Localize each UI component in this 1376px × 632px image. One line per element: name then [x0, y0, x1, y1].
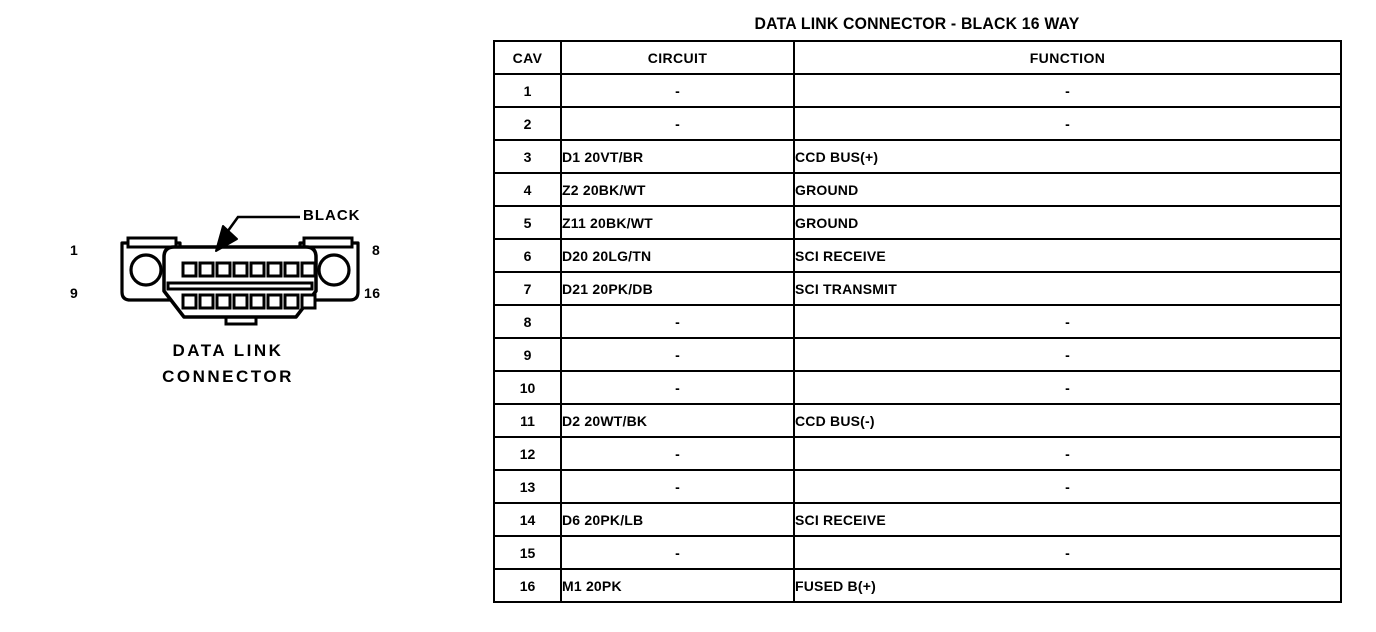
cell-function: SCI RECEIVE: [793, 502, 1342, 537]
connector-divider-bar: [166, 281, 314, 291]
connector-caption: DATA LINK CONNECTOR: [128, 338, 328, 390]
table-row: 13--: [493, 469, 1342, 504]
cell-function: CCD BUS(-): [793, 403, 1342, 438]
table-row: 9--: [493, 337, 1342, 372]
pin-number-top-left: 1: [70, 242, 79, 258]
cell-cav: 2: [493, 106, 562, 141]
data-link-connector-figure: 1 9 8 16 BLACK: [0, 0, 470, 632]
cell-function: -: [793, 469, 1342, 504]
cell-circuit: -: [560, 535, 795, 570]
cell-circuit: -: [560, 337, 795, 372]
pin-number-bottom-left: 9: [70, 285, 79, 301]
cell-function: GROUND: [793, 205, 1342, 240]
black-callout-label: BLACK: [303, 207, 361, 224]
cell-function: -: [793, 370, 1342, 405]
cell-cav: 14: [493, 502, 562, 537]
cell-cav: 7: [493, 271, 562, 306]
table-header-row: CAV CIRCUIT FUNCTION: [493, 40, 1342, 75]
cell-cav: 12: [493, 436, 562, 471]
cell-function: -: [793, 106, 1342, 141]
cell-function: SCI RECEIVE: [793, 238, 1342, 273]
cell-cav: 8: [493, 304, 562, 339]
cell-circuit: -: [560, 436, 795, 471]
callout-leader-line: [223, 215, 300, 236]
cell-function: CCD BUS(+): [793, 139, 1342, 174]
cell-function: FUSED B(+): [793, 568, 1342, 603]
cell-circuit: -: [560, 370, 795, 405]
cell-function: -: [793, 535, 1342, 570]
connector-caption-line-1: DATA LINK: [172, 341, 284, 360]
cell-circuit: -: [560, 73, 795, 108]
cell-function: -: [793, 436, 1342, 471]
cell-cav: 6: [493, 238, 562, 273]
cell-function: SCI TRANSMIT: [793, 271, 1342, 306]
connector-caption-line-2: CONNECTOR: [162, 367, 294, 386]
cell-circuit: -: [560, 106, 795, 141]
cell-cav: 3: [493, 139, 562, 174]
connector-table-panel: DATA LINK CONNECTOR - BLACK 16 WAY CAV C…: [493, 14, 1342, 603]
mounting-hole-right-icon: [317, 253, 351, 287]
cell-circuit: Z11 20BK/WT: [560, 205, 795, 240]
mounting-ear-right-top-tab: [302, 236, 354, 249]
cell-circuit: M1 20PK: [560, 568, 795, 603]
cell-function: -: [793, 337, 1342, 372]
cell-cav: 5: [493, 205, 562, 240]
cell-circuit: Z2 20BK/WT: [560, 172, 795, 207]
pin-row-top: [181, 261, 317, 278]
column-header-circuit: CIRCUIT: [560, 40, 795, 75]
table-row: 12--: [493, 436, 1342, 471]
connector-drawing: [120, 215, 360, 326]
cell-circuit: -: [560, 469, 795, 504]
page-title: DATA LINK CONNECTOR - BLACK 16 WAY: [754, 14, 1080, 33]
cell-cav: 11: [493, 403, 562, 438]
cell-function: GROUND: [793, 172, 1342, 207]
cell-cav: 10: [493, 370, 562, 405]
cell-cav: 9: [493, 337, 562, 372]
table-row: 1--: [493, 73, 1342, 108]
cell-cav: 4: [493, 172, 562, 207]
mounting-hole-left-icon: [129, 253, 163, 287]
pin-number-top-right: 8: [372, 242, 381, 258]
pin-number-bottom-right: 16: [364, 285, 381, 301]
cell-circuit: D6 20PK/LB: [560, 502, 795, 537]
column-header-cav: CAV: [493, 40, 562, 75]
cell-circuit: D20 20LG/TN: [560, 238, 795, 273]
cell-circuit: D2 20WT/BK: [560, 403, 795, 438]
column-header-function: FUNCTION: [793, 40, 1342, 75]
mounting-ear-left-top-tab: [126, 236, 178, 249]
table-row: 2--: [493, 106, 1342, 141]
cell-circuit: -: [560, 304, 795, 339]
table-row: 8--: [493, 304, 1342, 339]
cell-function: -: [793, 73, 1342, 108]
cell-cav: 16: [493, 568, 562, 603]
cell-circuit: D21 20PK/DB: [560, 271, 795, 306]
table-row: 10--: [493, 370, 1342, 405]
cell-cav: 15: [493, 535, 562, 570]
cell-cav: 1: [493, 73, 562, 108]
table-row: 15--: [493, 535, 1342, 570]
callout-arrowhead-icon: [215, 225, 238, 252]
pin-row-bottom: [181, 293, 317, 310]
cell-cav: 13: [493, 469, 562, 504]
cell-circuit: D1 20VT/BR: [560, 139, 795, 174]
cell-function: -: [793, 304, 1342, 339]
